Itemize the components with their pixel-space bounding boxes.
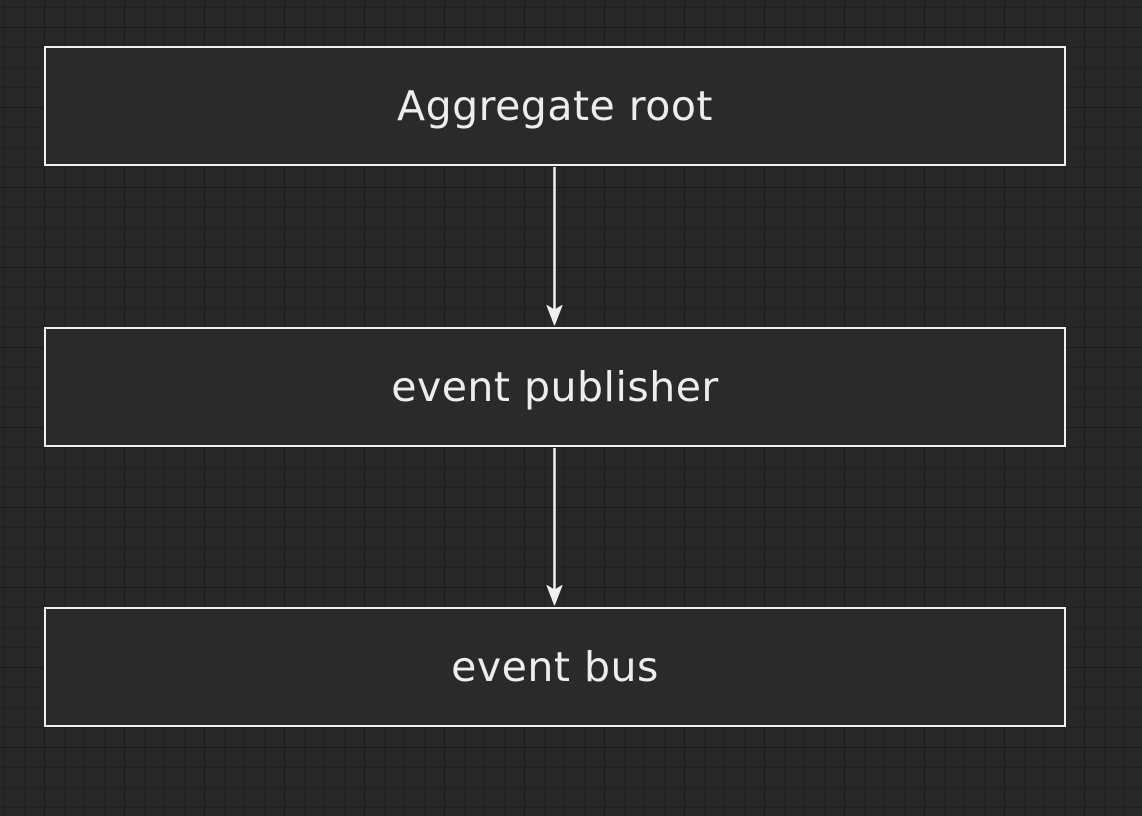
edge-aggregate-root-to-event-publisher[interactable] xyxy=(546,167,563,326)
node-event-publisher[interactable]: event publisher xyxy=(44,327,1066,447)
node-event-bus-label: event bus xyxy=(451,643,659,691)
arrowhead-down-icon xyxy=(546,305,563,326)
arrowhead-down-icon xyxy=(546,585,563,606)
edge-event-publisher-to-event-bus[interactable] xyxy=(546,448,563,606)
node-aggregate-root[interactable]: Aggregate root xyxy=(44,46,1066,166)
node-aggregate-root-label: Aggregate root xyxy=(397,82,713,130)
node-event-bus[interactable]: event bus xyxy=(44,607,1066,727)
node-event-publisher-label: event publisher xyxy=(391,363,719,411)
